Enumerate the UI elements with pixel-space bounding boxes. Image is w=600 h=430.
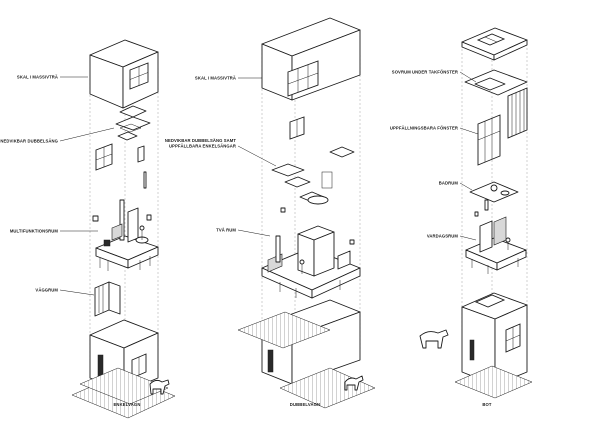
label-col3-0: SOVRUM UNDER TAKFÖNSTER bbox=[392, 70, 458, 75]
column-enkelvagn: SKAL I MASSIVTRÄ NEDVIKBAR DUBBELSÄNG MU… bbox=[0, 39, 176, 419]
living-level-3 bbox=[465, 216, 527, 274]
label-col1-0: SKAL I MASSIVTRÄ bbox=[17, 75, 58, 80]
column-dubbelvagn: SKAL I MASSIVTRÄ NEDVIKBAR DUBBELSÄNG SA… bbox=[165, 17, 376, 409]
base-tower-3 bbox=[419, 292, 533, 399]
label-col2-2: UPPFÄLLBARA ENKELSÄNGAR bbox=[169, 144, 236, 149]
caption-bot: BOT bbox=[482, 402, 492, 407]
floating-panels-1 bbox=[92, 105, 152, 222]
shell-long-2 bbox=[261, 17, 361, 101]
label-col3-1: UPPFÄLLNINGSBARA FÖNSTER bbox=[390, 126, 458, 131]
labels-col-3: SOVRUM UNDER TAKFÖNSTER UPPFÄLLNINGSBARA… bbox=[390, 70, 492, 408]
base-house-2 bbox=[237, 299, 376, 409]
column-bot: SOVRUM UNDER TAKFÖNSTER UPPFÄLLNINGSBARA… bbox=[390, 27, 533, 408]
bedroom-level-3 bbox=[464, 69, 528, 166]
floor-platform-1 bbox=[95, 199, 159, 271]
label-col2-3: TVÅ RUM bbox=[216, 228, 236, 233]
labels-col-2: SKAL I MASSIVTRÄ NEDVIKBAR DUBBELSÄNG SA… bbox=[165, 76, 320, 408]
label-col3-3: VARDAGSRUM bbox=[427, 234, 459, 239]
floor-platform-2 bbox=[261, 225, 361, 299]
floating-parts-2 bbox=[271, 116, 355, 213]
caption-dubbelvagn: DUBBELVAGN bbox=[290, 402, 320, 407]
roof-skylight-3 bbox=[461, 27, 528, 61]
label-col1-3: VÄGGRUM bbox=[35, 288, 58, 293]
caption-enkelvagn: ENKELVAGN bbox=[113, 402, 140, 407]
label-col2-0: SKAL I MASSIVTRÄ bbox=[195, 76, 236, 81]
label-col2-1: NEDVIKBAR DUBBELSÄNG SAMT bbox=[165, 138, 236, 143]
label-col3-2: BADRUM bbox=[439, 181, 459, 186]
label-col1-2: MULTIFUNKTIONSRUM bbox=[10, 229, 59, 234]
wall-panel-1 bbox=[94, 281, 121, 317]
bathroom-level-3 bbox=[469, 181, 519, 217]
shell-cube-1 bbox=[89, 39, 159, 109]
label-col1-1: NEDVIKBAR DUBBELSÄNG bbox=[0, 139, 58, 144]
labels-col-1: SKAL I MASSIVTRÄ NEDVIKBAR DUBBELSÄNG MU… bbox=[0, 75, 140, 408]
base-house-1 bbox=[71, 319, 176, 419]
